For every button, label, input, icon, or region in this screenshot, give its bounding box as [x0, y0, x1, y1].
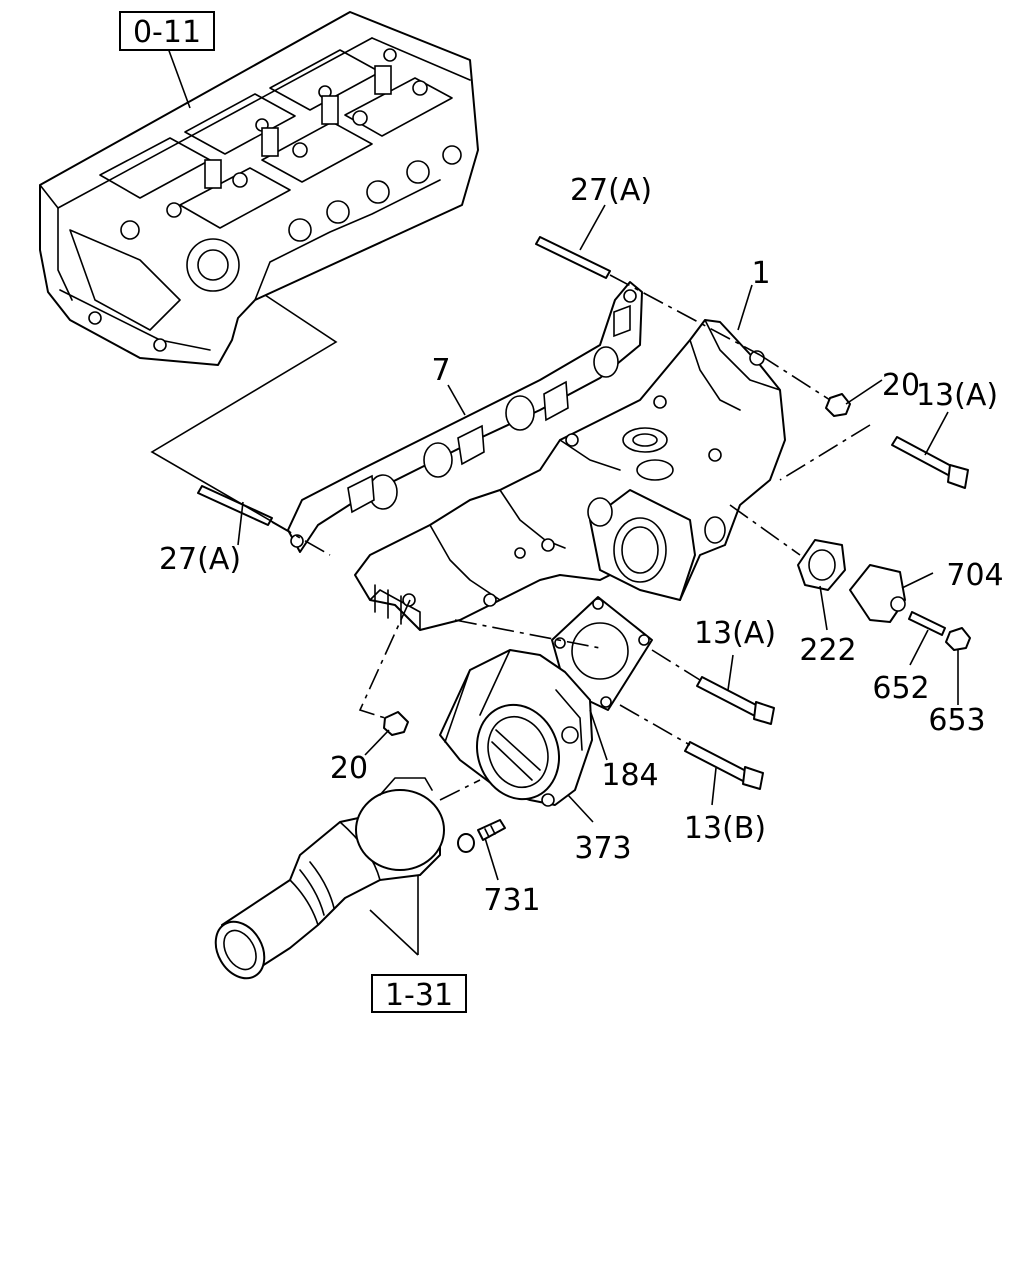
label-20-bottom: 20: [330, 751, 368, 786]
ref-box-0-11[interactable]: 0-11: [119, 11, 215, 51]
bolt-731: [457, 819, 506, 853]
label-652: 652: [872, 671, 929, 706]
label-13a-mid: 13(A): [694, 616, 776, 651]
ref-label-1-31: 1-31: [385, 978, 453, 1013]
nut-20-bottom: [383, 711, 409, 736]
stud-27a-left: [197, 485, 273, 526]
bolt-13a-mid: [696, 676, 775, 725]
nut-653: [945, 627, 971, 651]
label-731: 731: [483, 883, 540, 918]
intake-gasket: [287, 281, 643, 553]
leader-lines: [237, 204, 959, 881]
bolt-13b: [684, 741, 764, 790]
ref-box-1-31[interactable]: 1-31: [371, 974, 467, 1013]
label-20-top: 20: [882, 368, 920, 403]
label-704: 704: [946, 558, 1003, 593]
part-labels: 27(A) 1 7 20 13(A) 704 27(A) 222 13(A) 6…: [159, 173, 1004, 918]
label-373: 373: [574, 831, 631, 866]
bolt-13a-top: [891, 436, 969, 489]
cover-704: [849, 564, 906, 623]
reference-lines: [150, 47, 419, 956]
gasket-222: [797, 539, 846, 591]
intake-manifold: [354, 319, 786, 631]
stud-652: [908, 611, 946, 636]
label-27a-left: 27(A): [159, 542, 241, 577]
air-hose: [214, 777, 445, 980]
nut-20-top: [825, 393, 851, 417]
stud-27a-top: [535, 236, 611, 279]
label-184: 184: [601, 758, 658, 793]
label-27a-top: 27(A): [570, 173, 652, 208]
cylinder-head: [39, 11, 479, 366]
label-13a-top: 13(A): [916, 378, 998, 413]
label-13b: 13(B): [684, 811, 766, 846]
label-222: 222: [799, 633, 856, 668]
throttle-body: [439, 649, 593, 807]
label-1: 1: [751, 256, 770, 291]
assembly-lines: [271, 274, 871, 801]
label-653: 653: [928, 703, 985, 738]
ref-label-0-11: 0-11: [133, 15, 201, 50]
label-7: 7: [431, 353, 450, 388]
